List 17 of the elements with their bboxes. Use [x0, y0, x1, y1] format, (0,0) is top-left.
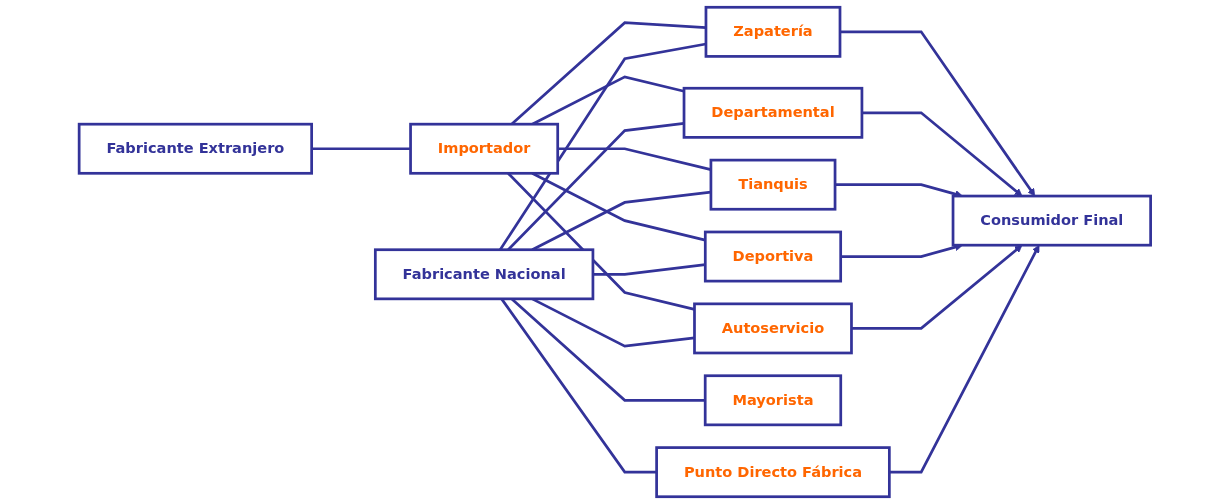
arrow [834, 183, 963, 198]
node-box: Consumidor Final [951, 194, 1152, 247]
node-box: Fabricante Extranjero [77, 122, 313, 175]
node-box: Zapatería [704, 5, 841, 58]
node-box: Mayorista [703, 374, 842, 427]
connector [557, 147, 711, 171]
node-box: Deportiva [703, 230, 842, 283]
node-box: Punto Directo Fábrica [654, 446, 891, 499]
node-box: Autoservicio [692, 302, 853, 355]
arrow [861, 111, 1023, 197]
node-box: Fabricante Nacional [373, 248, 594, 301]
node-box: Importador [408, 122, 559, 175]
arrow [839, 30, 1035, 197]
node-box: Tianquis [709, 158, 836, 211]
connector [500, 298, 657, 474]
connector [311, 147, 411, 151]
node-box: Departamental [682, 86, 863, 139]
